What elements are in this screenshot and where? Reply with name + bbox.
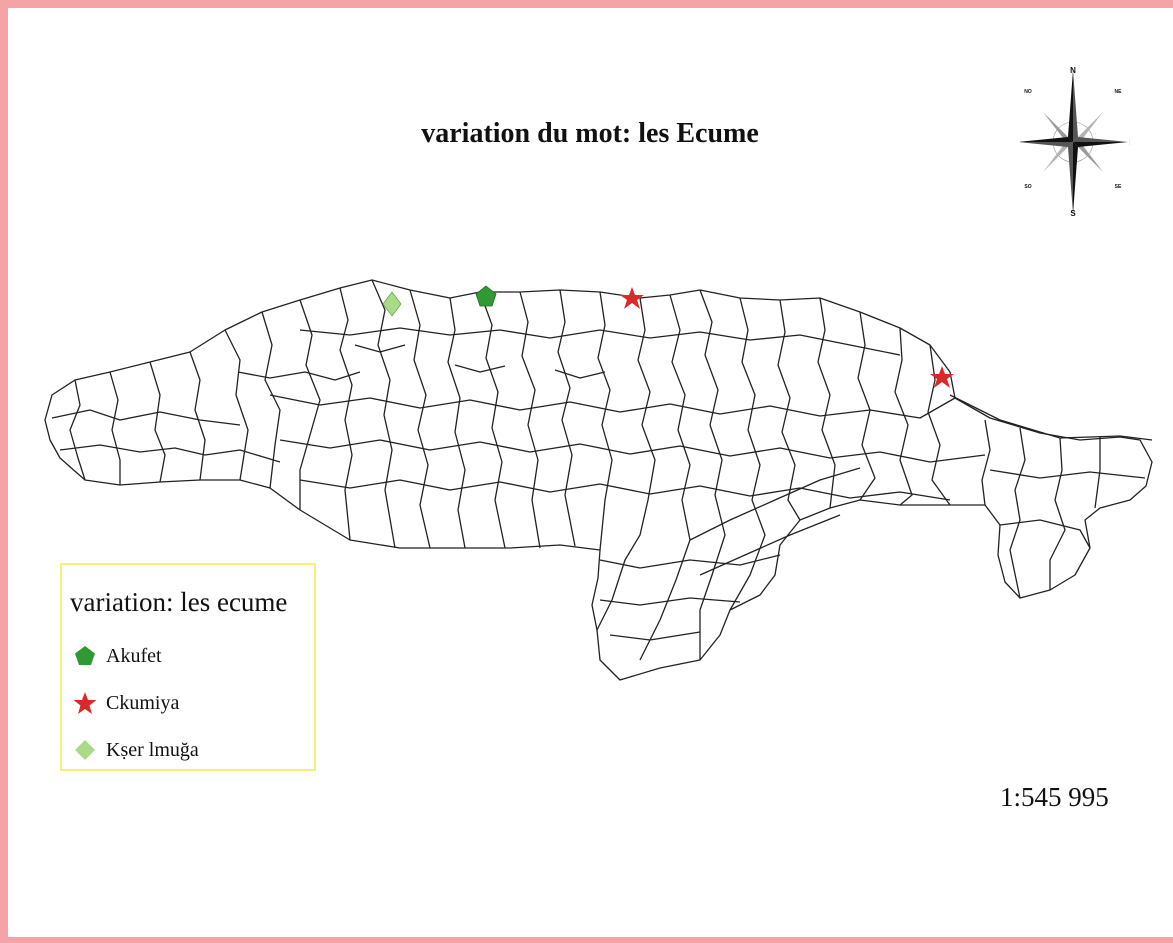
marker-kser-lmuga (382, 291, 402, 317)
marker-akufet (475, 285, 497, 307)
legend-title: variation: les ecume (70, 587, 288, 617)
legend-label: Kṣer lmuğa (106, 738, 199, 761)
scale-text: 1:545 995 (1000, 782, 1109, 812)
legend-item-akufet: Akufet (72, 641, 162, 671)
compass-n: N (1070, 66, 1076, 75)
star-icon (73, 692, 97, 714)
map-legend: variation: les ecume Akufet Ckumiya Kṣer… (60, 563, 316, 771)
map-title: variation du mot: les Ecume (421, 118, 759, 149)
pentagon-icon (75, 646, 95, 665)
compass-rose-icon: N S E O NO NE SO SE (1010, 62, 1135, 227)
legend-label: Akufet (106, 644, 162, 667)
marker-ckumiya (620, 287, 644, 309)
diamond-icon (75, 740, 95, 760)
marker-ckumiya (930, 366, 954, 388)
compass-so: SO (1024, 184, 1031, 190)
compass-no: NO (1024, 89, 1032, 95)
legend-label: Ckumiya (106, 691, 180, 714)
compass-s: S (1070, 209, 1076, 218)
compass-e: E (1129, 138, 1130, 147)
compass-ne: NE (1115, 89, 1123, 95)
legend-item-ckumiya: Ckumiya (72, 688, 179, 718)
compass-se: SE (1115, 184, 1122, 190)
legend-item-kser-lmuga: Kṣer lmuğa (72, 735, 199, 765)
